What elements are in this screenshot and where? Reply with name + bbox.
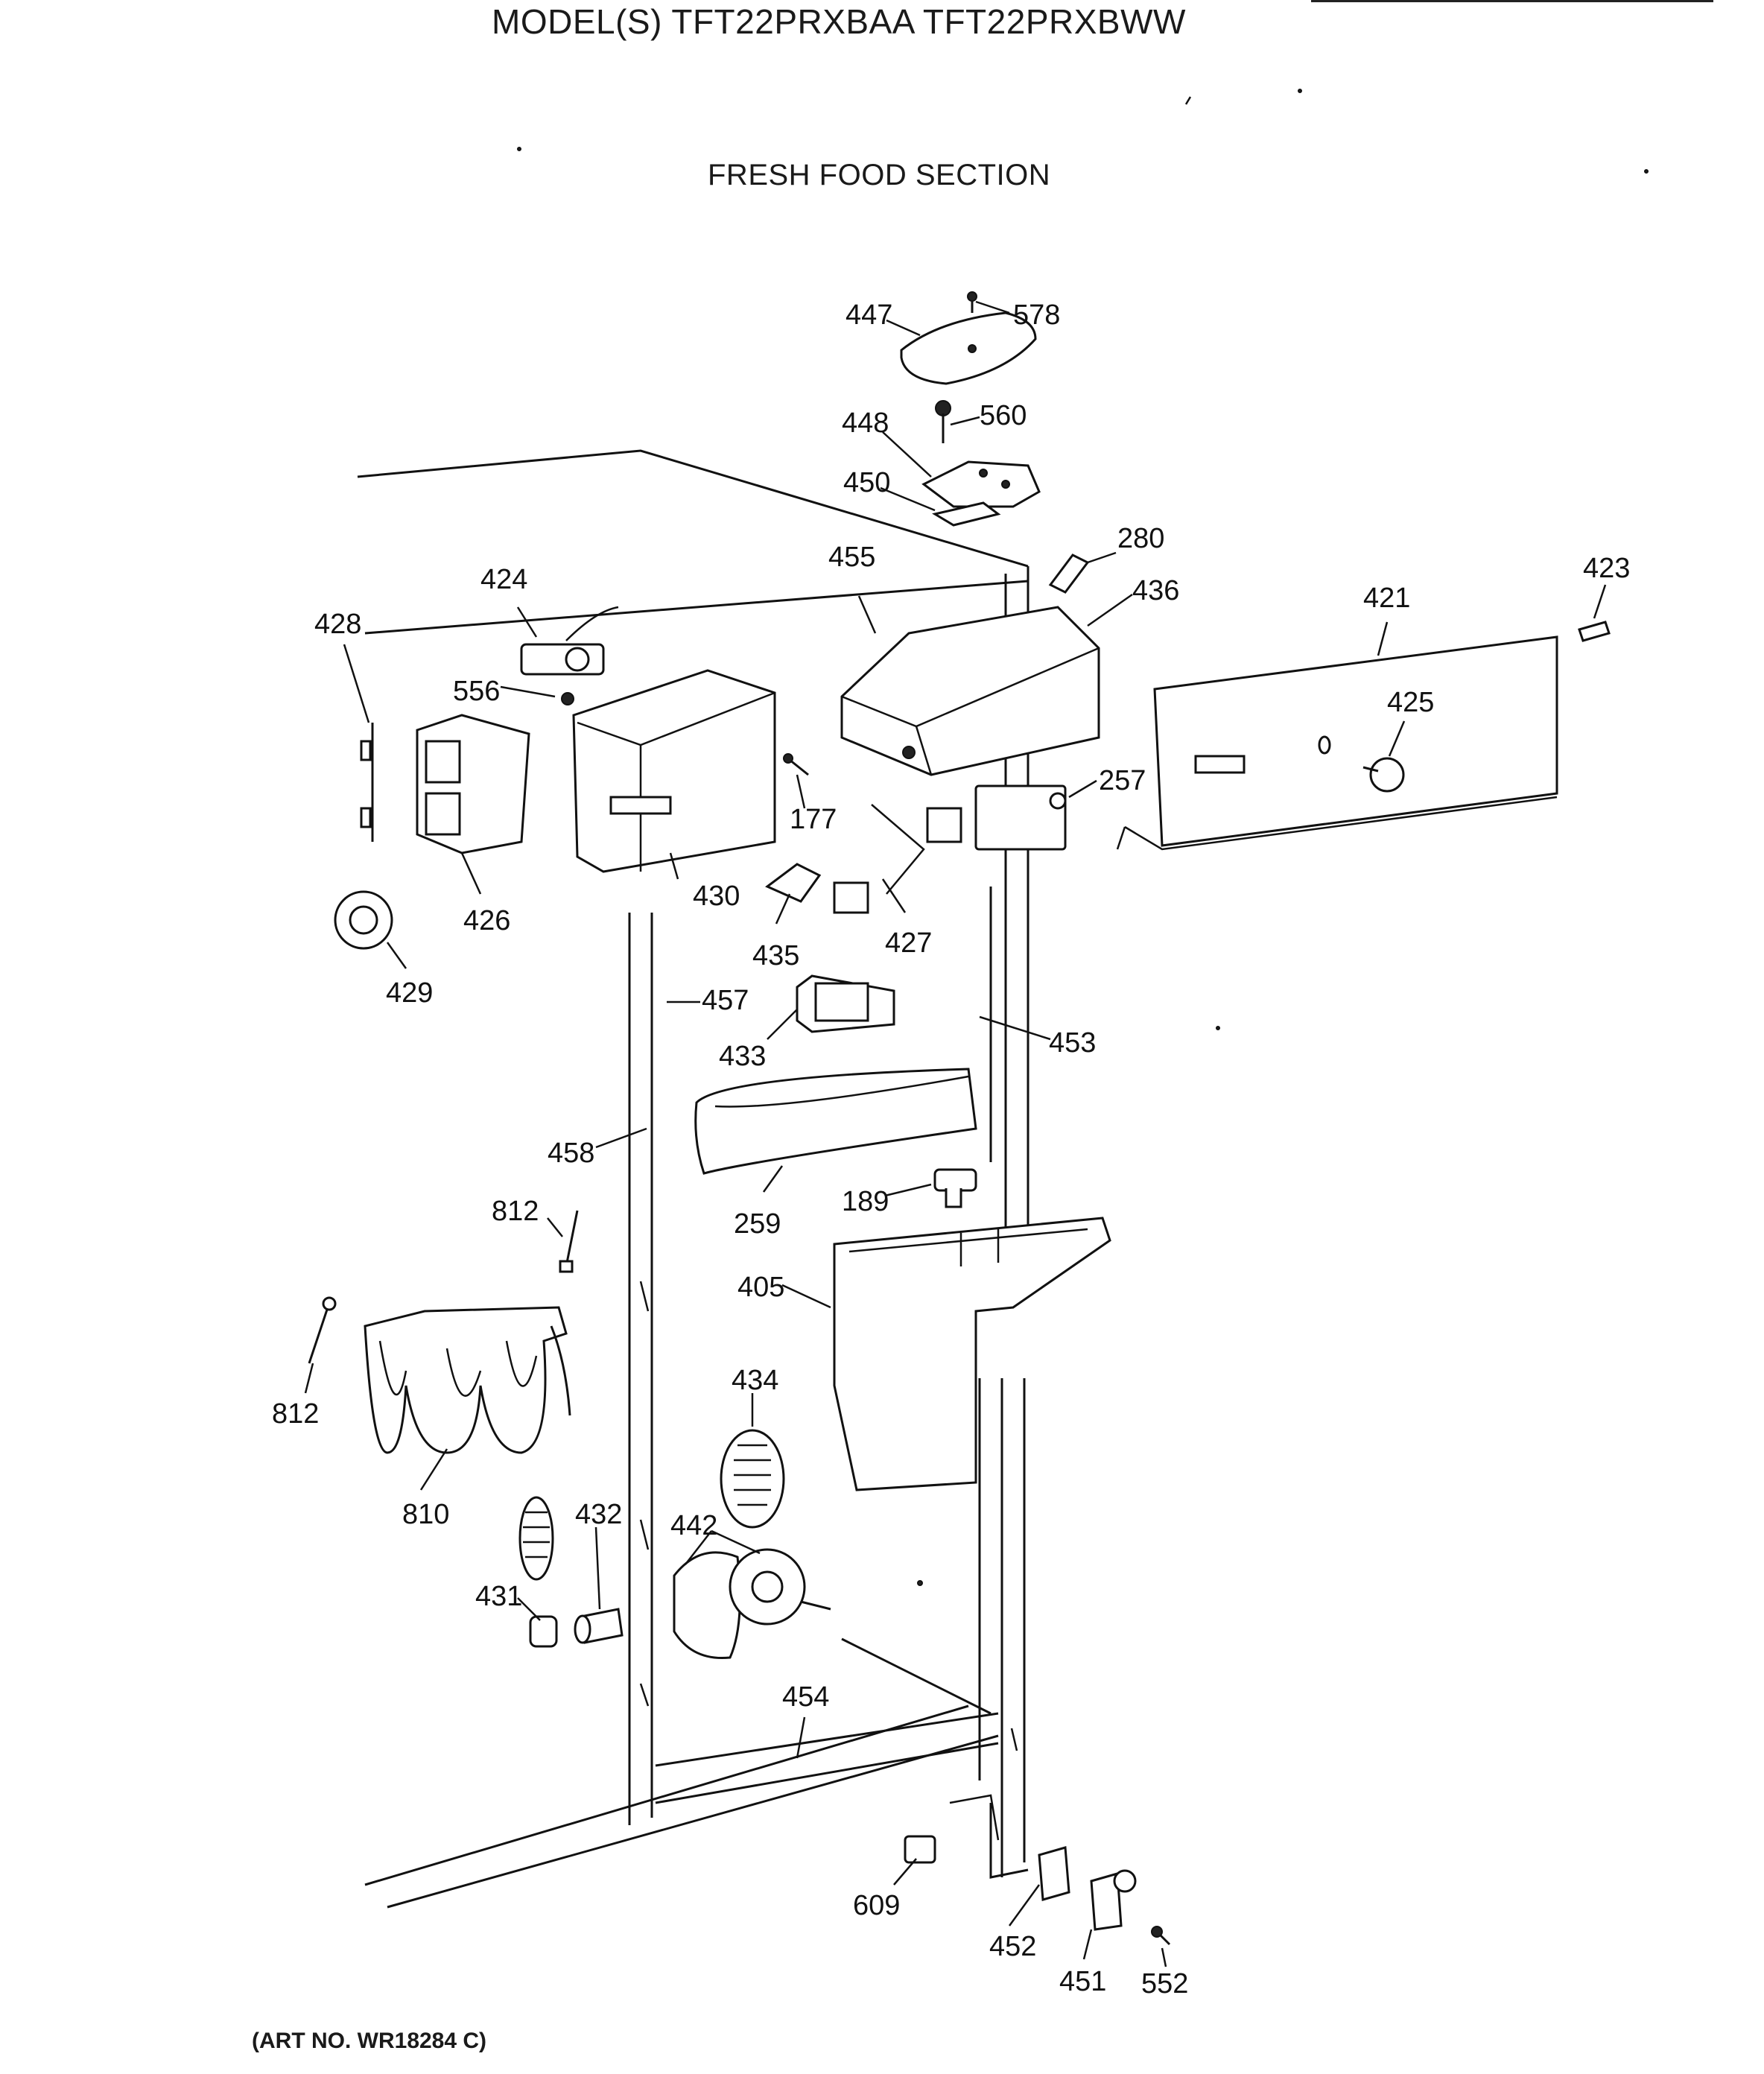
label-552: 552 [1141,1968,1188,2000]
screw-560 [935,400,951,443]
label-556: 556 [453,676,500,707]
label-280: 280 [1117,523,1164,554]
sleeve-432b [574,1608,624,1644]
label-405: 405 [737,1272,784,1303]
label-434: 434 [732,1365,778,1396]
label-189: 189 [842,1186,889,1217]
label-177: 177 [790,804,837,835]
label-431: 431 [475,1581,522,1612]
thermostat-424 [520,606,619,676]
label-810: 810 [402,1499,449,1530]
label-428: 428 [314,609,361,640]
label-432: 432 [575,1499,622,1530]
lens-432 [518,1496,554,1581]
label-812a: 812 [492,1196,539,1227]
control-panel-421 [1116,635,1558,851]
label-451: 451 [1059,1966,1106,1997]
label-427: 427 [885,927,932,959]
label-455: 455 [828,542,875,573]
screw-177 [783,753,809,776]
label-454: 454 [782,1681,829,1713]
label-812b: 812 [272,1398,319,1430]
diffuser-430 [572,669,776,873]
label-259: 259 [734,1208,781,1240]
label-447: 447 [845,299,892,331]
shim-450 [932,501,1001,527]
label-442: 442 [670,1510,717,1541]
label-429: 429 [386,977,433,1009]
hinge-451 [1090,1869,1137,1931]
hinge-448 [921,460,1041,508]
label-609: 609 [853,1890,900,1921]
label-436: 436 [1132,575,1179,606]
label-578: 578 [1013,299,1060,331]
label-257: 257 [1099,765,1146,796]
knob-425 [1362,757,1405,793]
header-rule [1311,0,1713,2]
screw-552 [1151,1926,1171,1946]
label-425: 425 [1387,687,1434,718]
lens-434 [720,1429,785,1529]
damper-426 [416,714,530,854]
label-458: 458 [548,1138,594,1169]
bracket-428 [360,723,374,842]
socket-431 [529,1615,558,1648]
scan-specks [517,89,1649,1586]
label-457: 457 [702,985,749,1016]
label-450: 450 [843,467,890,498]
label-448: 448 [842,407,889,439]
socket-435 [765,863,822,903]
label-430: 430 [693,881,740,912]
cover-447 [900,311,1037,385]
screw-556 [561,692,574,705]
tube-812-lower [308,1296,337,1364]
tee-fitting-189 [933,1168,977,1208]
label-435: 435 [752,940,799,971]
thermometer-429 [334,890,393,950]
switch-609 [904,1835,936,1864]
leader-lines [304,300,1607,1967]
air-duct-405 [833,1217,1111,1491]
label-560: 560 [980,400,1027,431]
fan-433 [796,974,895,1033]
part-labels: 578 447 560 448 450 280 455 436 423 421 … [272,299,1630,2000]
label-452: 452 [989,1931,1036,1962]
plate-452 [1038,1846,1070,1901]
fan-motor-442 [673,1548,831,1660]
duct-259 [694,1068,977,1175]
section-title: FRESH FOOD SECTION [708,159,1051,191]
label-421: 421 [1363,583,1410,614]
tube-812-upper [559,1210,579,1273]
art-number: (ART NO. WR18284 C) [252,2029,487,2053]
label-424: 424 [480,564,527,595]
heater-810 [364,1306,571,1454]
label-433: 433 [719,1041,766,1072]
model-title: MODEL(S) TFT22PRXBAA TFT22PRXBWW [492,2,1186,41]
label-423: 423 [1583,553,1630,584]
wiring-harness-427 [833,804,962,914]
label-426: 426 [463,905,510,936]
relay-257 [974,784,1067,851]
label-453: 453 [1049,1027,1096,1059]
light-bulb-423 [1578,621,1611,642]
screw-578 [967,291,977,313]
light-socket-280 [1048,554,1090,594]
control-housing-436 [840,606,1100,776]
